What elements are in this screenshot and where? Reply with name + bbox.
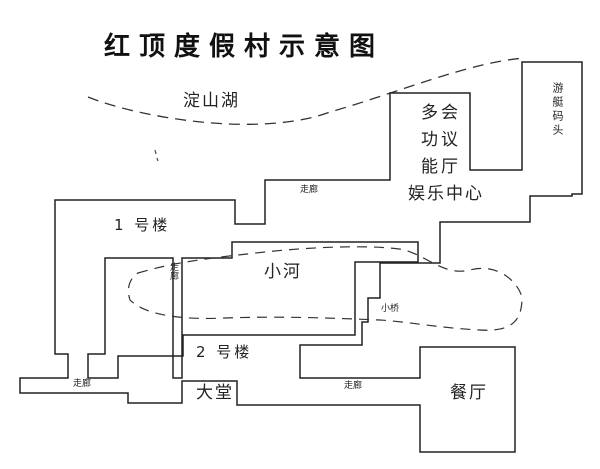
restaurant-label: 餐厅 <box>450 383 488 403</box>
building-2-label: 2 号楼 <box>196 343 253 361</box>
corridor-top-label: 走廊 <box>300 185 319 195</box>
lobby-label: 大堂 <box>196 383 234 403</box>
courtyard-outline <box>87 241 419 379</box>
bridge-label: 小桥 <box>381 304 400 314</box>
building-outline <box>19 61 583 453</box>
multi-function-hall-label: 多会功议能厅 <box>421 103 461 177</box>
building-1-label: 1 号楼 <box>114 216 171 234</box>
corridor-bottom-mid-label: 走廊 <box>344 381 363 391</box>
entertainment-center-label: 娱乐中心 <box>408 184 484 204</box>
corridor-bottom-left-label: 走廊 <box>73 379 92 389</box>
pier-label: 游艇码头 <box>551 82 564 138</box>
river-label: 小河 <box>264 262 302 282</box>
river-outline <box>127 246 523 331</box>
lake-marks <box>154 149 159 162</box>
lake-label: 淀山湖 <box>183 91 240 111</box>
corridor-left-label: 走廊 <box>168 262 178 280</box>
map-title: 红顶度假村示意图 <box>104 32 385 62</box>
